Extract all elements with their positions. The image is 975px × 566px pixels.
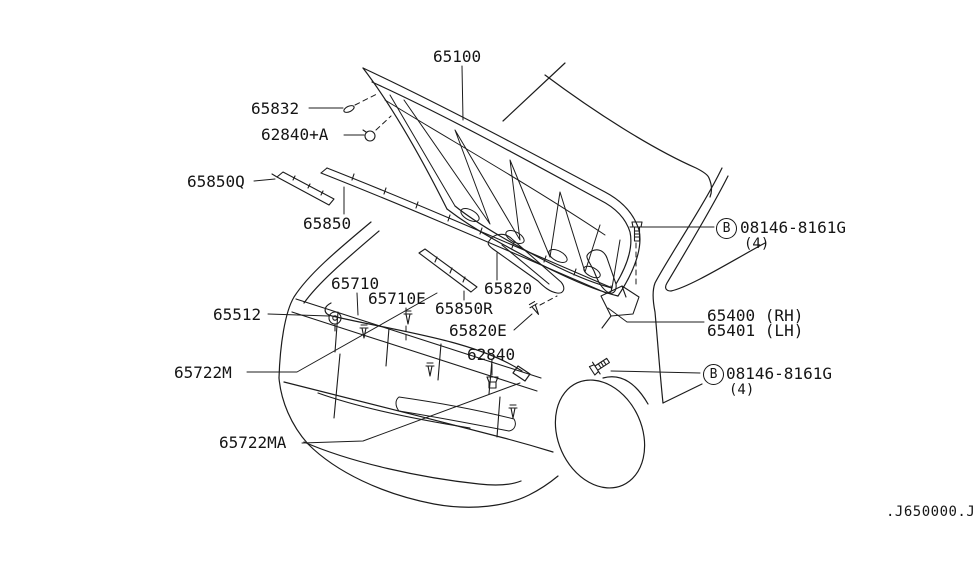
part-label-65722ma: 65722MA bbox=[219, 433, 287, 452]
part-label-65710e: 65710E bbox=[368, 289, 426, 308]
headlamp-opening bbox=[395, 396, 516, 432]
seal-strip-65850q bbox=[271, 171, 335, 206]
leader-lines bbox=[246, 65, 715, 444]
part-label-65512: 65512 bbox=[213, 305, 262, 324]
fastener-symbol-circle-b-bottom: B bbox=[703, 364, 724, 385]
part-label-65401-lh: 65401 (LH) bbox=[707, 321, 804, 340]
hood-support-rod bbox=[324, 302, 531, 382]
grommet-icons bbox=[328, 105, 499, 389]
part-label-65820: 65820 bbox=[484, 279, 533, 298]
part-label-65722m: 65722M bbox=[174, 363, 232, 382]
part-label-65850q: 65850Q bbox=[187, 172, 245, 191]
part-label-65820e: 65820E bbox=[449, 321, 507, 340]
part-label-65832: 65832 bbox=[251, 99, 300, 118]
hood-hinge bbox=[600, 285, 640, 329]
fastener-quantity-top: (4) bbox=[744, 236, 770, 252]
part-label-65400-rh: 65400 (RH) bbox=[707, 306, 804, 325]
fastener-part-number-top: 08146-8161G bbox=[740, 218, 846, 237]
part-label-62840a: 62840+A bbox=[261, 125, 329, 144]
dashed-links bbox=[354, 93, 637, 342]
fastener-symbol-circle-b-top: B bbox=[716, 218, 737, 239]
hood-panel bbox=[362, 67, 641, 297]
part-label-65850r: 65850R bbox=[435, 299, 493, 318]
hood-rib-lattice bbox=[384, 94, 621, 289]
drawing-code: .J650000.J bbox=[886, 504, 975, 520]
part-label-62840: 62840 bbox=[467, 345, 516, 364]
seal-strip-65850r bbox=[418, 248, 478, 293]
wheel-arch bbox=[554, 376, 649, 489]
seal-strip-65850 bbox=[320, 167, 613, 294]
front-bumper bbox=[278, 377, 559, 508]
fastener-part-number-bottom: 08146-8161G bbox=[726, 364, 832, 383]
fastener-quantity-bottom: (4) bbox=[729, 382, 755, 398]
part-label-65850: 65850 bbox=[303, 214, 352, 233]
front-fender-left bbox=[278, 221, 380, 379]
part-label-65100: 65100 bbox=[433, 47, 482, 66]
windshield-and-a-pillar bbox=[502, 62, 766, 404]
part-label-65710: 65710 bbox=[331, 274, 380, 293]
